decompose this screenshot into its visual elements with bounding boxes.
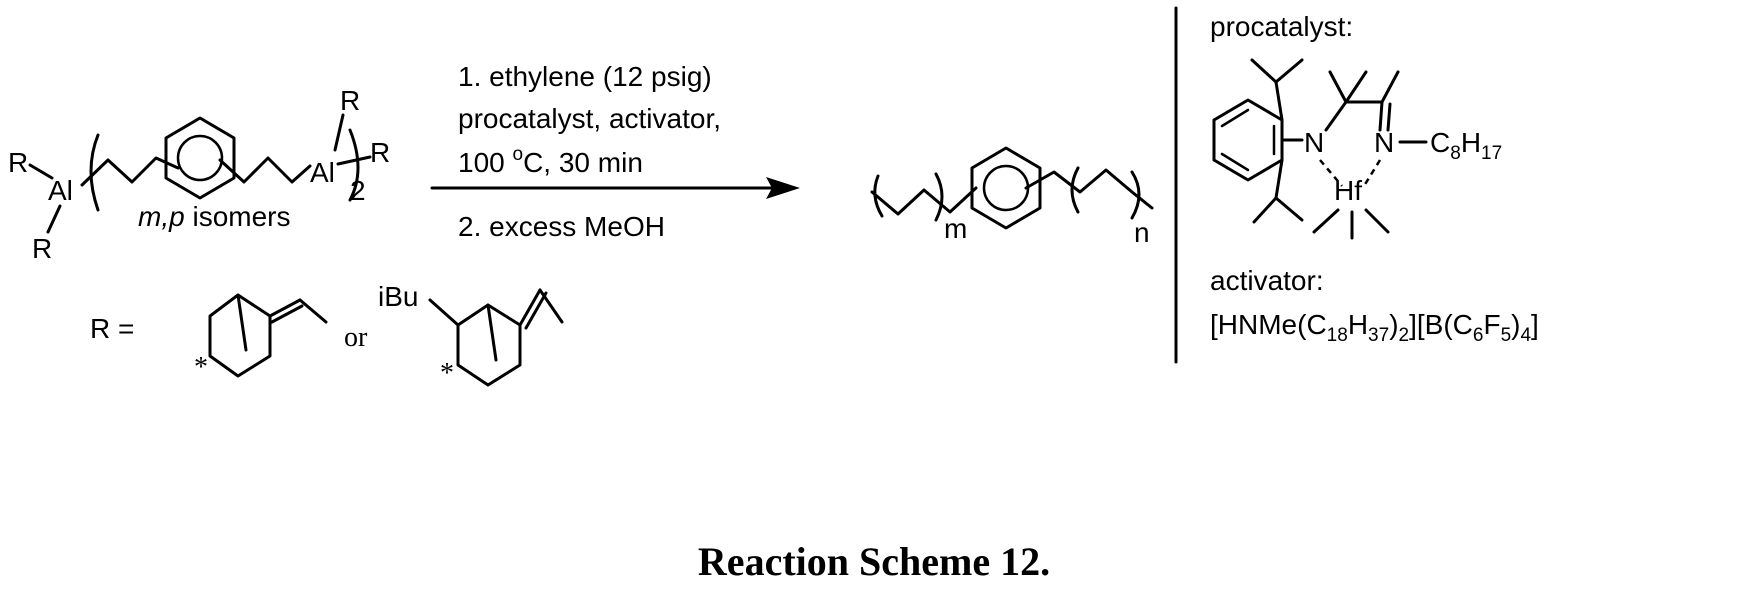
- procatalyst-n-imine: N: [1374, 127, 1394, 158]
- activator-formula: [HNMe(C18H37)2][B(C6F5)4]: [1210, 309, 1539, 346]
- reactant-al-right: Al: [310, 157, 335, 188]
- bond-chain-left: [82, 158, 178, 185]
- activator-heading: activator:: [1210, 265, 1324, 296]
- isomers-italic: m,p: [138, 201, 185, 232]
- r-equals-label: R =: [90, 313, 134, 344]
- bond-al-r-right: [338, 157, 370, 164]
- reactant-r-right-top: R: [340, 85, 360, 116]
- norbornyl-structure-1: *: [194, 295, 326, 383]
- r-definition: R = * or iBu *: [90, 281, 562, 389]
- condition-line-4: 2. excess MeOH: [458, 211, 665, 242]
- product-subscript-m: m: [944, 213, 967, 244]
- reactant-r-right: R: [370, 137, 390, 168]
- attachment-star-1: *: [194, 352, 208, 383]
- reactant-structure: R R Al Al R R 2 m,p isomers: [8, 85, 390, 264]
- reaction-conditions: 1. ethylene (12 psig) procatalyst, activ…: [432, 61, 800, 242]
- procatalyst-hafnium: Hf: [1334, 175, 1362, 206]
- attachment-star-2: *: [440, 358, 454, 389]
- reactant-r-bottom: R: [32, 233, 52, 264]
- benzene-aromatic-circle: [178, 136, 222, 180]
- aryl-ring: [1214, 100, 1282, 180]
- product-structure: m n: [872, 148, 1152, 248]
- isomers-label: m,p isomers: [138, 201, 290, 232]
- ibu-label: iBu: [378, 281, 418, 312]
- bond-r-al-bottom: [48, 206, 60, 232]
- benzene-ring-reactant: [166, 118, 234, 198]
- reactant-r-top: R: [8, 147, 28, 178]
- condition-line-2: procatalyst, activator,: [458, 103, 721, 134]
- procatalyst-block: procatalyst: N N C8H17 Hf: [1210, 11, 1539, 346]
- bond-al-r-top: [335, 115, 343, 150]
- procatalyst-heading: procatalyst:: [1210, 11, 1353, 42]
- product-subscript-n: n: [1134, 217, 1150, 248]
- bracket-subscript-2: 2: [350, 175, 366, 206]
- norbornyl-structure-2: iBu *: [378, 281, 562, 389]
- degree-sup: o: [513, 144, 524, 165]
- bond-r-al-top: [30, 165, 52, 178]
- benzene-ring-product: [972, 148, 1040, 228]
- reactant-al-left: Al: [48, 175, 73, 206]
- condition-line-3: 100 oC, 30 min: [458, 144, 643, 178]
- procatalyst-n-amide: N: [1304, 127, 1324, 158]
- procatalyst-octyl: C8H17: [1430, 127, 1502, 164]
- scheme-caption: Reaction Scheme 12.: [0, 538, 1748, 586]
- condition-line-1: 1. ethylene (12 psig): [458, 61, 712, 92]
- isomers-text: isomers: [185, 201, 291, 232]
- or-label: or: [344, 322, 368, 353]
